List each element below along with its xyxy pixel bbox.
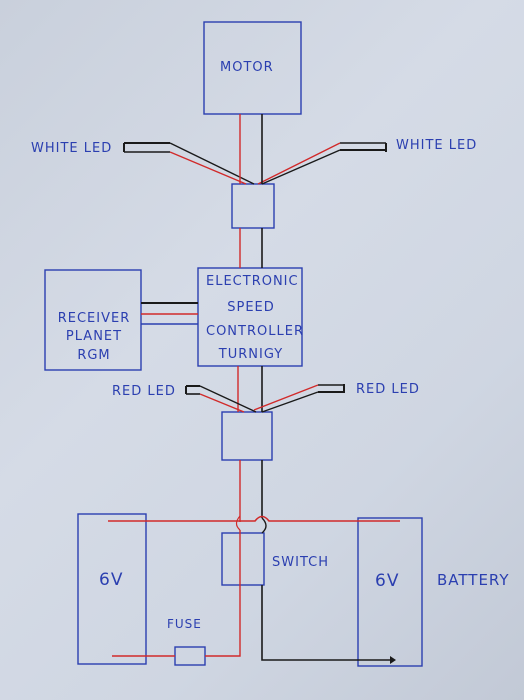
white-led-left-label: WHITE LED bbox=[31, 141, 113, 156]
right-battery-box bbox=[357, 517, 423, 667]
fuse-label: FUSE bbox=[167, 617, 202, 631]
esc-box bbox=[197, 267, 303, 367]
white-led-right-wire-red bbox=[257, 142, 341, 185]
left-battery-box bbox=[77, 513, 147, 665]
red-led-left-label: RED LED bbox=[112, 384, 176, 399]
red-wire-hop bbox=[235, 515, 241, 531]
red-led-left-wire-black bbox=[199, 385, 257, 413]
fuse-box bbox=[174, 646, 206, 666]
right-battery-voltage-label: 6V bbox=[375, 571, 400, 591]
switch-black-to-battery bbox=[261, 585, 390, 661]
left-battery-voltage-label: 6V bbox=[99, 570, 124, 590]
switch-label: SWITCH bbox=[272, 555, 329, 570]
lower-connector-box bbox=[221, 411, 273, 461]
upper-connector-box bbox=[231, 183, 275, 229]
receiver-label-line-2: PLANET bbox=[65, 329, 123, 344]
black-wire-hop bbox=[261, 517, 267, 534]
battery-label: BATTERY bbox=[437, 571, 510, 589]
white-led-right-label: WHITE LED bbox=[396, 138, 478, 153]
white-led-right-wire-black bbox=[261, 149, 341, 185]
arrow-head bbox=[390, 656, 396, 664]
switch-red-to-fuse bbox=[205, 530, 241, 657]
red-led-right-connector bbox=[318, 384, 345, 393]
esc-label-line-1: ELECTRONIC bbox=[206, 274, 299, 289]
red-led-right-wire-black bbox=[261, 391, 319, 413]
white-led-left-wire-red bbox=[169, 151, 247, 185]
red-led-right-wire-red bbox=[253, 384, 319, 411]
white-led-right-connector bbox=[340, 142, 387, 152]
motor-box bbox=[203, 21, 302, 115]
white-led-left-connector bbox=[123, 142, 170, 153]
esc-label-line-4: TURNIGY bbox=[218, 347, 284, 362]
switch-box bbox=[221, 532, 265, 586]
red-led-left-wire-red bbox=[199, 393, 245, 413]
red-led-right-label: RED LED bbox=[356, 382, 420, 397]
esc-label-line-3: CONTROLLER bbox=[206, 324, 304, 339]
receiver-box bbox=[44, 269, 142, 371]
battery-red-bus bbox=[108, 515, 400, 522]
red-led-left-connector bbox=[185, 385, 200, 395]
white-led-left-wire-black bbox=[169, 142, 255, 185]
motor-label: MOTOR bbox=[220, 60, 274, 75]
receiver-label-line-1: RECEIVER bbox=[57, 311, 131, 326]
receiver-label-line-3: RGM bbox=[77, 348, 111, 363]
esc-label-line-2: SPEED bbox=[227, 300, 275, 315]
